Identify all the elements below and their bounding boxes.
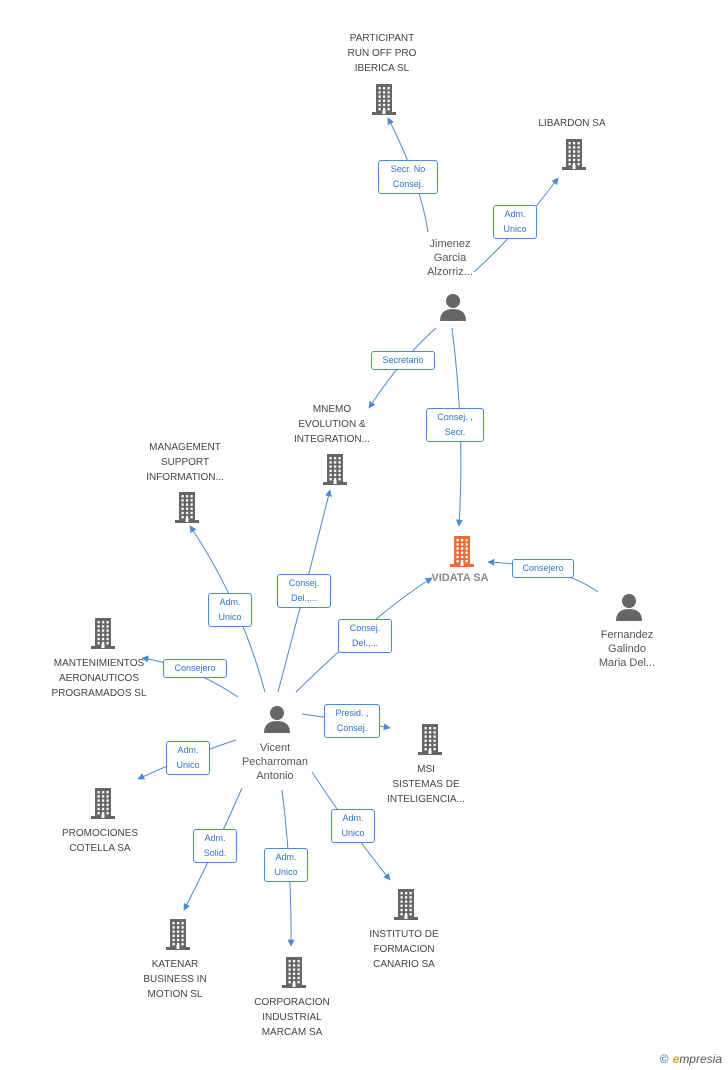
building-icon[interactable] xyxy=(369,82,399,116)
edge-label-vicent-management[interactable]: Adm. Unico xyxy=(208,593,252,627)
node-label-katenar[interactable]: KATENAR BUSINESS IN MOTION SL xyxy=(143,959,207,1000)
building-icon[interactable] xyxy=(447,534,477,568)
node-label-fernandez[interactable]: Fernandez Galindo Maria Del... xyxy=(598,629,656,669)
edge-label-vicent-promociones[interactable]: Adm. Unico xyxy=(166,741,210,775)
node-label-corporacion[interactable]: CORPORACION INDUSTRIAL MARCAM SA xyxy=(254,997,330,1038)
building-icon[interactable] xyxy=(172,490,202,524)
edge-label-vicent-vidata[interactable]: Consej. Del.,... xyxy=(338,619,392,653)
edge-label-jimenez-participant[interactable]: Secr. No Consej. xyxy=(378,160,438,194)
node-label-promociones[interactable]: PROMOCIONES COTELLA SA xyxy=(61,828,139,854)
edge-label-fernandez-vidata[interactable]: Consejero xyxy=(512,559,574,578)
edge-label-vicent-corporacion[interactable]: Adm. Unico xyxy=(264,848,308,882)
edge-label-vicent-mantenimientos[interactable]: Consejero xyxy=(163,659,227,678)
building-icon[interactable] xyxy=(391,887,421,921)
edge-label-jimenez-libardon[interactable]: Adm. Unico xyxy=(493,205,537,239)
empresia-logo: ©empresia xyxy=(659,1052,722,1066)
node-label-vicent[interactable]: Vicent Pecharroman Antonio xyxy=(241,742,309,782)
building-icon[interactable] xyxy=(88,786,118,820)
building-icon[interactable] xyxy=(320,452,350,486)
building-icon[interactable] xyxy=(88,616,118,650)
person-icon[interactable] xyxy=(614,592,644,622)
edge-label-vicent-mnemo[interactable]: Consej. Del.,... xyxy=(277,574,331,608)
edge-label-vicent-msi[interactable]: Presid. , Consej. xyxy=(324,704,380,738)
edge-label-vicent-instituto[interactable]: Adm. Unico xyxy=(331,809,375,843)
node-label-jimenez[interactable]: Jimenez Garcia Alzorriz... xyxy=(427,238,473,278)
node-label-msi[interactable]: MSI SISTEMAS DE INTELIGENCIA... xyxy=(387,764,465,805)
building-icon[interactable] xyxy=(415,722,445,756)
edge-label-vicent-katenar[interactable]: Adm. Solid. xyxy=(193,829,237,863)
person-icon[interactable] xyxy=(438,292,468,322)
building-icon[interactable] xyxy=(559,137,589,171)
building-icon[interactable] xyxy=(279,955,309,989)
node-label-participant[interactable]: PARTICIPANT RUN OFF PRO IBERICA SL xyxy=(347,33,417,74)
edge-label-jimenez-mnemo[interactable]: Secretario xyxy=(371,351,435,370)
node-label-instituto[interactable]: INSTITUTO DE FORMACION CANARIO SA xyxy=(369,929,439,970)
node-label-management[interactable]: MANAGEMENT SUPPORT INFORMATION... xyxy=(146,442,224,483)
node-label-mantenimientos[interactable]: MANTENIMIENTOS AERONAUTICOS PROGRAMADOS … xyxy=(51,658,147,699)
node-label-vidata[interactable]: VIDATA SA xyxy=(431,572,489,584)
edge-label-jimenez-vidata[interactable]: Consej. , Secr. xyxy=(426,408,484,442)
person-icon[interactable] xyxy=(262,704,292,734)
node-label-libardon[interactable]: LIBARDON SA xyxy=(538,118,606,129)
building-icon[interactable] xyxy=(163,917,193,951)
node-label-mnemo[interactable]: MNEMO EVOLUTION & INTEGRATION... xyxy=(294,404,370,445)
copyright-icon: © xyxy=(659,1052,669,1066)
